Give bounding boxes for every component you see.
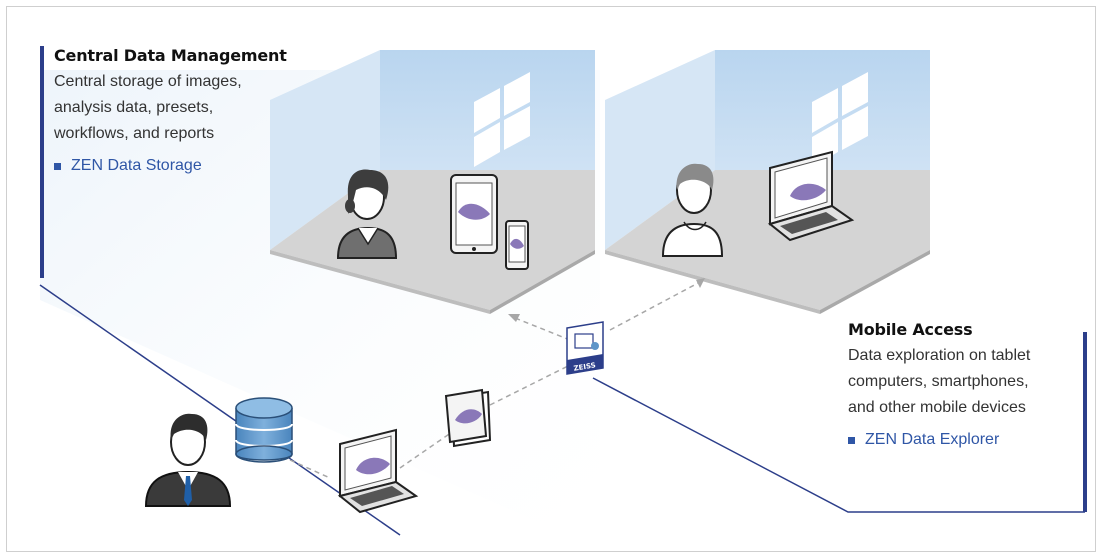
- arrow-head-right: [696, 278, 705, 288]
- room-left-wall-back: [270, 50, 380, 250]
- central-data-management-panel: Central Data Management Central storage …: [40, 46, 300, 278]
- smartphone-icon: [505, 220, 529, 270]
- panel-description: Central storage of images, analysis data…: [54, 73, 242, 142]
- arrow-head-left: [508, 314, 520, 322]
- panel-title: Mobile Access: [848, 320, 973, 339]
- zeiss-logo-text: ZEISS: [573, 361, 596, 372]
- room-right-floor-bottom: [605, 250, 820, 314]
- laptop-icon: [767, 150, 855, 242]
- room-left-floor-side: [490, 250, 595, 314]
- database-icon: [235, 397, 293, 463]
- link-label: ZEN Data Storage: [71, 157, 202, 174]
- room-right: [605, 50, 930, 314]
- mobile-access-panel: Mobile Access Data exploration on tablet…: [848, 320, 1088, 512]
- bullet-icon: [848, 436, 855, 444]
- businessman-icon: [144, 413, 232, 507]
- room-right-wall-back: [605, 50, 715, 250]
- accent-bar: [40, 46, 44, 278]
- tablet-icon: [450, 174, 498, 254]
- zen-data-explorer-link[interactable]: ZEN Data Explorer: [848, 431, 1088, 449]
- person-icon: [336, 169, 398, 259]
- data-flow-arrows: [289, 281, 701, 479]
- room-right-floor-side: [820, 250, 930, 314]
- connector-line-right: [592, 377, 1085, 513]
- laptop-icon: [337, 428, 419, 514]
- link-label: ZEN Data Explorer: [865, 431, 1000, 448]
- room-left-floor-bottom: [270, 250, 490, 314]
- room-left: [270, 50, 595, 314]
- panel-title: Central Data Management: [54, 46, 287, 65]
- zen-data-storage-link[interactable]: ZEN Data Storage: [54, 157, 300, 175]
- diagram-frame: [6, 6, 1096, 552]
- panel-description: Data exploration on tablet computers, sm…: [848, 347, 1031, 416]
- bullet-icon: [54, 162, 61, 170]
- zeiss-logo-icon: ZEISS: [566, 321, 604, 375]
- accent-bar: [1083, 332, 1087, 512]
- folder-icon: [444, 388, 492, 448]
- window-icon: [474, 72, 530, 167]
- person-icon: [661, 163, 724, 257]
